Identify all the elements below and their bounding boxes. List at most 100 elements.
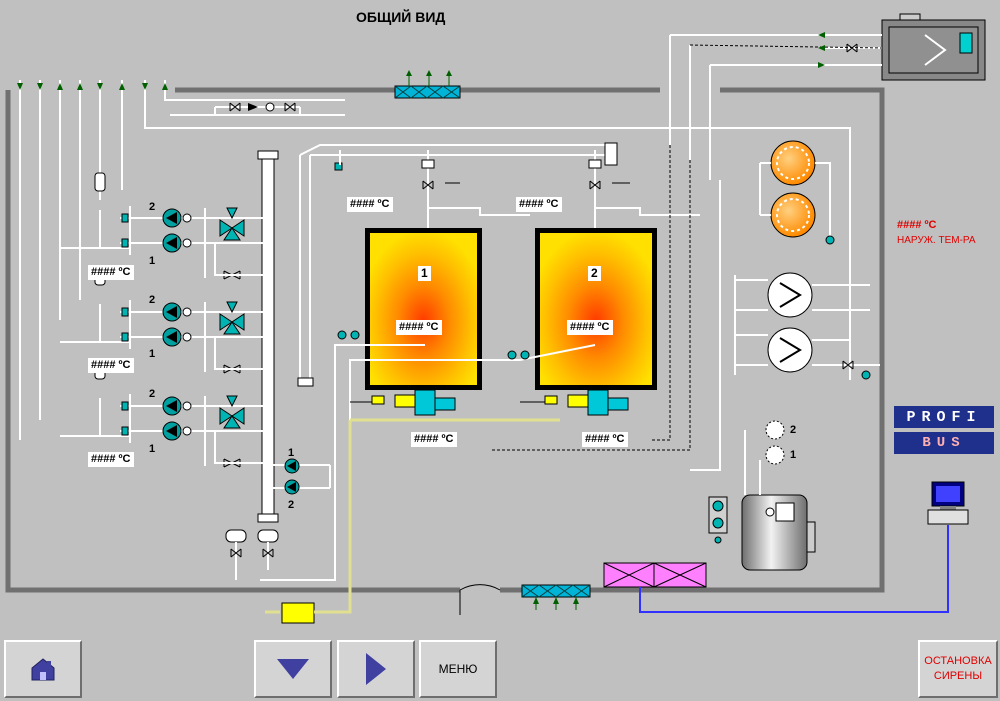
circuit-1-pump-label-a: 2 [149,201,156,213]
expansion-tanks [225,529,279,580]
exhaust-fans-bottom [603,562,707,588]
network-pump-label-1: 1 [288,447,295,459]
circuit-pump-arrow [166,306,177,318]
mixing-valve [231,219,245,237]
boiler-top-valves [421,159,630,190]
boiler-1-outlet-temp: #### ºC [347,197,393,212]
dhw-pump-label-a: 2 [790,424,797,436]
circuit-2-pump-label-b: 1 [149,348,156,360]
pressure-sensors [334,162,530,360]
bus-line [639,525,949,613]
profibus-logo: PROFI BUS [894,406,994,456]
circuit-pump-gauge [182,307,192,317]
circuit-pump-gauge [182,213,192,223]
circuit-pump-arrow [166,400,177,412]
burner-1 [350,389,456,416]
screen-title: ОБЩИЙ ВИД [356,9,446,25]
circuit-return [204,302,265,372]
circuit-pump-gauge [182,332,192,342]
triangle-down-icon [277,659,309,679]
heat-exchanger-2 [767,327,813,373]
circuit-pump-arrow [166,331,177,343]
top-heat-exchanger [670,13,986,81]
gas-line [265,418,560,614]
circuit-3-pump-label-a: 2 [149,388,156,400]
circuit-pump-arrow [166,237,177,249]
boiler-1-temp: #### ºC [396,320,442,335]
circuit-pipes [120,394,265,443]
boiler-1 [365,228,482,390]
boiler-2-number: 2 [588,266,601,281]
next-screen-button[interactable] [337,640,415,698]
control-lines [490,145,691,451]
circuit-2-temp: #### ºC [88,358,134,373]
network-pumps [265,458,331,495]
circuit-bypass [60,210,130,249]
home-icon [31,658,55,681]
circuit-1-pump-label-b: 1 [149,255,156,267]
outside-temp-value: #### ºC [897,219,937,231]
circuit-sensor [121,307,129,317]
stop-siren-button[interactable]: ОСТАНОВКА СИРЕНЫ [918,640,998,698]
outside-temp-label: НАРУЖ. ТЕМ-РА [897,235,976,246]
circuit-pump-gauge [182,238,192,248]
mixing-valve-actuator [226,301,238,314]
stop-siren-label: ОСТАНОВКА СИРЕНЫ [924,654,991,684]
home-button[interactable] [4,640,82,698]
circuit-pump-arrow [166,212,177,224]
boiler-2-temp: #### ºC [567,320,613,335]
circuit-pipes [120,300,265,349]
circuit-3-temp: #### ºC [88,452,134,467]
menu-button[interactable]: МЕНЮ [419,640,497,698]
circuit-return [204,208,265,278]
mixing-valve [219,219,233,237]
process-diagram [5,13,986,624]
circuit-sensor [121,332,129,342]
boiler-1-return-temp: #### ºC [411,432,457,447]
boiler-1-number: 1 [418,266,431,281]
circuit-2-pump-label-a: 2 [149,294,156,306]
circuit-pump-gauge [182,401,192,411]
mixing-valve [223,321,241,335]
burner-2 [520,389,629,416]
network-pump-label-2: 2 [288,499,295,511]
door [459,584,501,591]
mixing-valve-actuator [226,207,238,220]
dhw-pump-1 [770,140,816,186]
circuit-pipes [120,206,265,255]
flow-arrows-top [17,83,168,90]
mixing-valve [219,313,233,331]
dhw-pump-label-b: 1 [790,449,797,461]
mixing-valve [219,407,233,425]
heating-circuits [60,172,265,468]
heat-exchanger-1 [767,272,813,318]
supply-fan [521,584,591,610]
menu-button-label: МЕНЮ [438,662,478,676]
mixing-valve [223,227,241,241]
circuit-sensor [121,213,129,223]
dhw-tank [708,420,816,571]
circuit-filter [94,172,106,192]
dhw-pump-2 [770,192,816,238]
circuit-sensor [121,426,129,436]
logo-top-text: PROFI [906,408,982,426]
circuit-pump-arrow [166,425,177,437]
boiler-2-outlet-temp: #### ºC [516,197,562,212]
mixing-valve-actuator [226,395,238,408]
distribution-collector [257,150,279,523]
logo-bottom-text: BUS [922,435,966,451]
mixing-valve [223,415,241,429]
stop-siren-line2: СИРЕНЫ [933,670,983,682]
header-pipes [299,144,610,380]
circuit-sensor [121,401,129,411]
mixing-valve [231,407,245,425]
scroll-down-button[interactable] [254,640,332,698]
outside-temperature: #### ºC НАРУЖ. ТЕМ-РА [897,218,976,248]
circuit-pump-gauge [182,426,192,436]
circuit-sensor [121,238,129,248]
boiler-2-return-temp: #### ºC [582,432,628,447]
exhaust-fan [394,70,461,99]
circuit-bypass [60,398,130,437]
triangle-right-icon [366,653,386,685]
circuit-return [204,396,265,466]
